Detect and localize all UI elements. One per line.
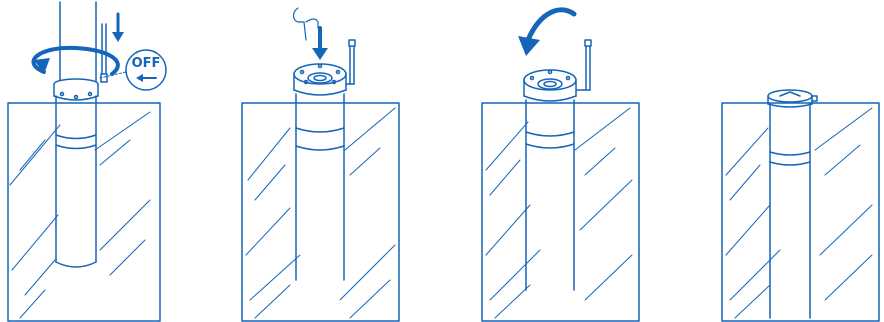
flange-ring xyxy=(767,89,818,108)
glass-hatching xyxy=(485,107,633,319)
flange-ring xyxy=(293,63,347,96)
down-arrow-icon xyxy=(312,26,328,60)
pole xyxy=(345,39,356,85)
glass-block xyxy=(241,102,400,322)
step-4-panel xyxy=(721,89,880,322)
tube xyxy=(55,95,97,268)
flange-ring xyxy=(53,78,99,101)
step-1-panel: OFF xyxy=(7,1,167,322)
glass-hatching xyxy=(245,107,396,319)
glass-hatching xyxy=(725,107,873,319)
curved-arrow-head xyxy=(518,36,540,56)
glass-block xyxy=(721,102,880,322)
glass-hatching xyxy=(9,111,151,319)
rotate-arrow-icon xyxy=(31,45,120,76)
finger-press-icon xyxy=(292,7,319,41)
glass-block xyxy=(481,102,640,322)
off-label: OFF xyxy=(132,56,161,71)
curved-arrow-icon xyxy=(525,7,577,43)
step-3-panel xyxy=(481,7,640,322)
tube xyxy=(525,99,575,291)
off-leader-line xyxy=(99,71,127,79)
pole xyxy=(59,1,108,83)
off-indicator xyxy=(125,49,167,91)
flange-ring xyxy=(523,69,577,102)
tube xyxy=(769,103,811,319)
rotate-arrow-head xyxy=(34,58,50,74)
tube xyxy=(295,93,345,281)
down-arrow-icon xyxy=(112,12,124,42)
pole xyxy=(575,39,592,91)
step-2-panel xyxy=(241,7,400,322)
off-arrow-icon xyxy=(136,74,157,82)
